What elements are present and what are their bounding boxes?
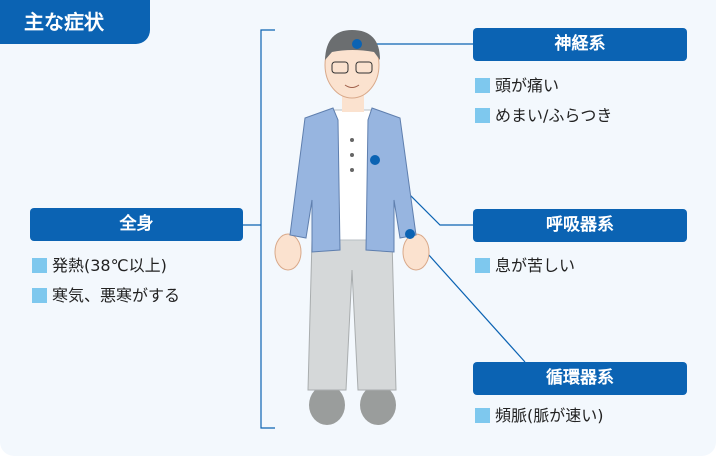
symptom-item: 頭が痛い <box>475 76 559 96</box>
page-title: 主な症状 <box>0 0 150 44</box>
symptom-item: 頻脈(脈が速い) <box>475 406 604 426</box>
whole-body-label: 全身 <box>30 208 243 241</box>
chest-marker <box>370 155 380 165</box>
jacket-right <box>365 107 417 253</box>
respiratory-system-label: 呼吸器系 <box>473 209 687 242</box>
trousers <box>307 239 397 391</box>
bullet-square <box>32 288 47 303</box>
left-shoe <box>309 385 345 425</box>
bullet-square <box>475 408 490 423</box>
left-hand <box>274 233 302 271</box>
symptom-item: 寒気、悪寒がする <box>32 286 180 306</box>
bullet-square <box>475 78 490 93</box>
wrist-marker <box>405 229 415 239</box>
symptom-item: 発熱(38℃以上) <box>32 256 167 276</box>
right-shoe <box>360 385 396 425</box>
circulatory-system-label: 循環器系 <box>473 362 687 395</box>
jacket-left <box>289 107 341 253</box>
bullet-square <box>475 108 490 123</box>
body-bracket <box>260 29 275 429</box>
symptom-item: めまい/ふらつき <box>475 106 612 126</box>
symptom-item: 息が苦しい <box>475 256 575 276</box>
bullet-square <box>32 258 47 273</box>
bullet-square <box>475 258 490 273</box>
head-marker <box>352 39 362 49</box>
nervous-system-label: 神経系 <box>473 28 687 61</box>
right-hand <box>402 233 430 271</box>
